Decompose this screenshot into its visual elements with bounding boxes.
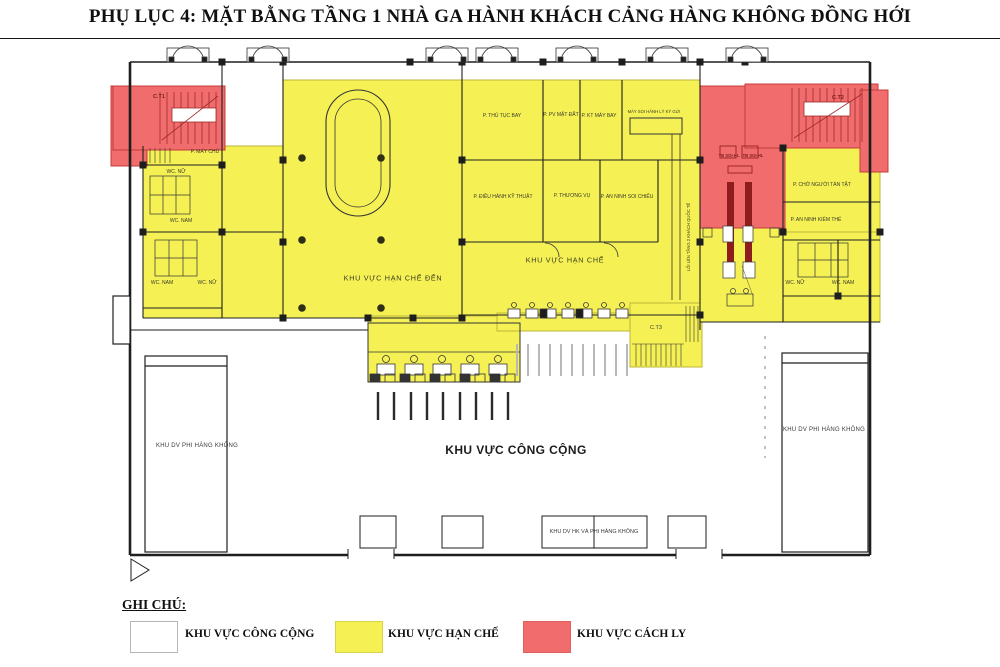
label-stairs-to-level2: LỐI LÊN TẦNG 2 KHÁCH QUỐC TẾ [686, 202, 692, 272]
legend-swatch-isolation [523, 621, 571, 653]
label-body-search-room: P. AN NINH KIỂM THỂ [790, 217, 842, 223]
label-xray-equipment-1: TB SOI HL [718, 153, 740, 159]
security-lanes [702, 145, 780, 307]
queue-barriers-light [516, 344, 628, 376]
label-aircraft-tech-room: P. KT MÁY BAY [581, 113, 617, 119]
label-xray-equipment-2: TB SOI HL [742, 153, 764, 159]
label-ground-service-room: P. PV MẶT ĐẤT [543, 112, 579, 118]
label-restricted-area: KHU VỰC HẠN CHẾ [525, 256, 605, 265]
wc-stalls [149, 175, 849, 278]
label-ct1: C.T1 [153, 93, 165, 100]
room-door-swings [544, 242, 619, 258]
stairs-ct3 [632, 306, 699, 366]
hall-columns [298, 154, 385, 312]
label-flight-procedures-room: P. THỦ TỤC BAY [482, 113, 522, 119]
baggage-carousel [325, 89, 391, 217]
stairs-ct1 [159, 92, 219, 144]
label-server-room: P. MÁY CHỦ [190, 149, 220, 155]
partition-walls [113, 62, 880, 331]
queue-barriers-dark [376, 392, 510, 420]
baggage-xray-conveyor [629, 117, 683, 300]
label-non-aviation-services-left: KHU DV PHI HÀNG KHÔNG [155, 442, 239, 449]
shop-rooms [144, 352, 869, 553]
legend-label-isolation: KHU VỰC CÁCH LY [577, 628, 687, 640]
label-wc-men-3: WC. NAM [831, 280, 855, 286]
label-ct2: C.T2 [832, 94, 844, 101]
label-security-screening-room: P. AN NINH SOI CHIẾU [600, 194, 654, 200]
label-wc-women-3: WC. NỮ [785, 280, 805, 286]
label-disabled-waiting-room: P. CHỜ NGƯỜI TÀN TẬT [793, 182, 851, 188]
label-wc-men-1: WC. NAM [169, 218, 193, 224]
stairs-ct2 [791, 88, 863, 142]
label-wc-women-2: WC. NỮ [197, 280, 217, 286]
label-public-area: KHU VỰC CÔNG CỘNG [445, 443, 587, 457]
legend-label-restricted: KHU VỰC HẠN CHẾ [388, 628, 499, 640]
title-divider [0, 38, 1000, 39]
entrance-doors [166, 45, 769, 63]
checkin-island [367, 322, 521, 383]
page-title: PHỤ LỤC 4: MẶT BẰNG TẦNG 1 NHÀ GA HÀNH K… [88, 6, 912, 27]
legend-heading: GHI CHÚ: [122, 597, 187, 612]
legend-swatch-public [130, 621, 178, 653]
service-boxes [359, 515, 707, 549]
label-arrival-restricted-area: KHU VỰC HẠN CHẾ ĐẾN [343, 274, 443, 283]
legend-label-public: KHU VỰC CÔNG CỘNG [185, 628, 315, 640]
label-baggage-xray: MÁY SOI HÀNH LÝ KÝ GỬI [627, 109, 681, 115]
label-tech-operations-room: P. ĐIỀU HÀNH KỸ THUẬT [473, 194, 533, 200]
label-wc-women-1: WC. NỮ [166, 169, 186, 175]
zone-isolation-areas [110, 83, 889, 229]
label-ct3: C.T3 [650, 324, 662, 331]
label-aviation-services-box: KHU DV HK VÀ PHI HÀNG KHÔNG [549, 528, 639, 535]
label-wc-men-2: WC. NAM [150, 280, 174, 286]
stairs-small-left [149, 148, 171, 163]
legend-swatch-restricted [335, 621, 383, 653]
label-non-aviation-services-right: KHU DV PHI HÀNG KHÔNG [782, 426, 866, 433]
bottom-openings [112, 295, 723, 582]
label-commerce-room: P. THƯƠNG VỤ [553, 193, 591, 199]
gate-counters [507, 302, 629, 319]
legend: GHI CHÚ: KHU VỰC CÔNG CỘNG KHU VỰC HẠN C… [0, 594, 1000, 667]
